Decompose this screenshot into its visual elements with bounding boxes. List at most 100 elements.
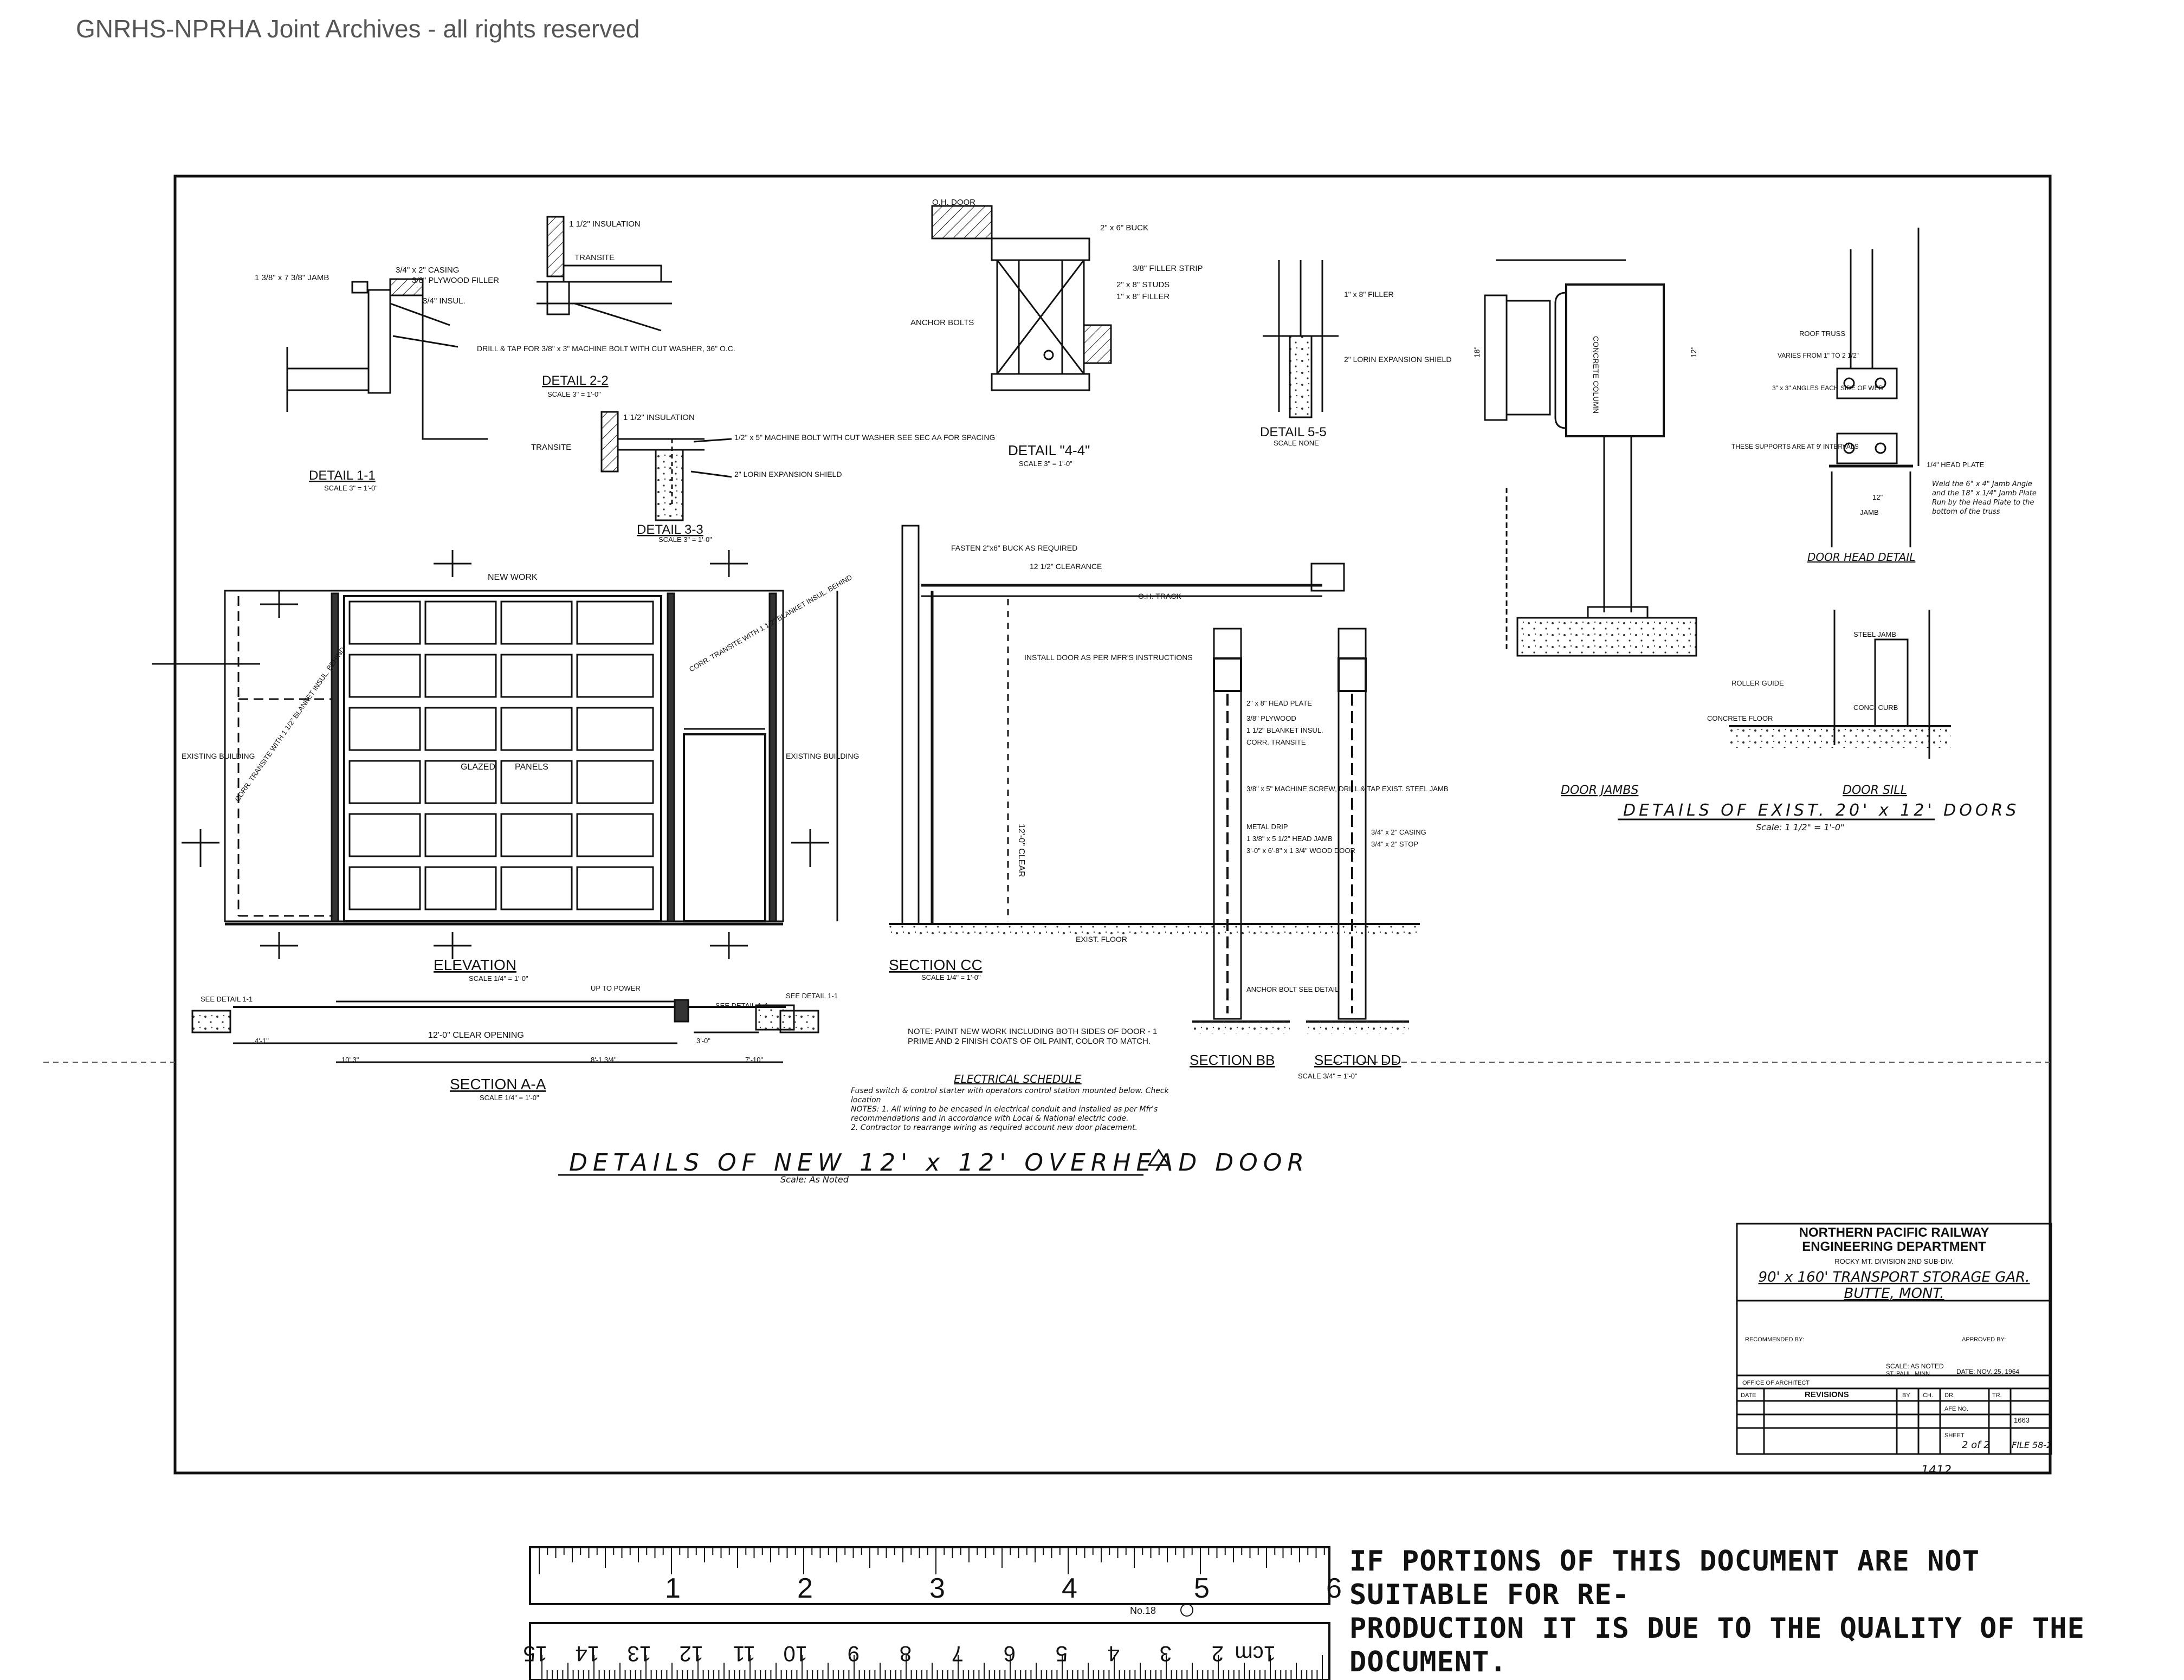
label-roller-guide: ROLLER GUIDE [1731,679,1784,687]
label-install-door: INSTALL DOOR AS PER MFR'S INSTRUCTIONS [1024,653,1193,662]
detail-3-3 [600,411,732,521]
inch-label: 1 [665,1573,681,1604]
cm-label: 2 [1212,1642,1224,1665]
label-dim-10-3: 10' 3" [341,1056,359,1064]
tb-col-by: BY [1902,1392,1910,1399]
door-head-detail-title: DOOR HEAD DETAIL [1807,551,1915,564]
tb-scale: SCALE: AS NOTED [1886,1362,1944,1370]
tb-office: OFFICE OF ARCHITECT [1742,1380,1810,1386]
label-expansion-shield: 2" LORIN EXPANSION SHIELD [734,470,842,479]
label-dim-8-1: 8'-1 3/4" [591,1056,617,1064]
label-supports: THESE SUPPORTS ARE AT 9' INTERVALS [1731,443,1859,450]
label-see-detail-right: SEE DETAIL 1-1 [786,992,838,1000]
cm-label: 1cm [1235,1642,1276,1665]
detail-2-2 [537,216,672,332]
tb-city: ST. PAUL, MINN. [1886,1371,1931,1377]
door-sill-drawing [1729,610,1951,759]
label-shield-55: 2" LORIN EXPANSION SHIELD [1344,355,1451,364]
label-dim-12-head: 12" [1872,493,1883,501]
elevation-title: ELEVATION [434,957,516,973]
label-filler: 1" x 8" FILLER [1116,292,1169,301]
door-jambs-title: DOOR JAMBS [1561,784,1638,797]
label-machine-screw: 3/8" x 5" MACHINE SCREW, DRILL & TAP EXI… [1246,785,1448,793]
door-sill-title: DOOR SILL [1843,784,1907,797]
tb-file: FILE 58-2 [2012,1440,2052,1450]
tb-date: DATE: NOV. 25, 1964 [1956,1368,2019,1375]
label-see-detail-aa: SEE DETAIL A-A [715,1001,769,1010]
tb-afe: AFE NO. [1944,1406,1968,1412]
cm-label: 14 [576,1642,600,1665]
label-metal-drip: METAL DRIP [1246,823,1288,831]
label-filler-strip: 3/8" FILLER STRIP [1133,264,1203,273]
detail-4-4-scale: SCALE 3" = 1'-0" [1019,460,1072,468]
label-plywood-filler: 3/8" PLYWOOD FILLER [412,276,499,285]
label-casing: 3/4" x 2" CASING [396,266,459,275]
tb-col-date: DATE [1741,1392,1756,1399]
inch-label: 5 [1194,1573,1210,1604]
door-head-detail-drawing [1829,228,1920,547]
tb-col-ch: CH. [1923,1392,1933,1399]
ruler-ticks [539,1548,1325,1679]
label-transite-2: TRANSITE [574,253,615,262]
section-dd-title: SECTION DD [1314,1052,1401,1068]
tb-company: NORTHERN PACIFIC RAILWAY [1799,1225,1989,1240]
inch-label: 4 [1062,1573,1077,1604]
section-aa-drawing [191,999,819,1063]
label-om-track: O.H. TRACK [1138,592,1182,600]
tb-drawing-no: 1412 [1921,1464,1952,1477]
label-dim-18: 18" [1472,346,1481,358]
label-casing-dd: 3/4" x 2" CASING [1371,828,1426,836]
cm-label: 15 [524,1642,548,1665]
label-drill-tap: DRILL & TAP FOR 3/8" x 3" MACHINE BOLT W… [477,344,735,353]
label-see-detail-left: SEE DETAIL 1-1 [201,995,253,1003]
label-dim-7-10: 7'-10" [745,1056,764,1064]
label-conc-curb: CONC. CURB [1853,703,1898,712]
paint-note: NOTE: PAINT NEW WORK INCLUDING BOTH SIDE… [908,1027,1157,1046]
section-aa-scale: SCALE 1/4" = 1'-0" [480,1094,539,1102]
label-insul: 3/4" INSUL. [423,296,466,306]
label-varies: VARIES FROM 1" TO 2 1/2" [1778,352,1859,359]
detail-3-3-scale: SCALE 3" = 1'-0" [658,535,712,544]
label-anchor-bolts: ANCHOR BOLTS [910,318,974,327]
elevation-scale: SCALE 1/4" = 1'-0" [469,974,528,983]
label-angles: 3" x 3" ANGLES EACH SIDE OF WEB [1772,384,1883,392]
label-existing-building-left: EXISTING BUILDING [182,752,255,760]
tb-dr: DR. [1944,1392,1955,1399]
tb-sheet-val: 2 of 2 [1962,1439,1990,1451]
label-clear-height: 12'-0" CLEAR [1017,824,1026,877]
main-title-scale: Scale: As Noted [780,1174,849,1185]
label-head-plate-exist: 1/4" HEAD PLATE [1927,461,1985,469]
cm-label: 5 [1056,1642,1068,1665]
label-dim-3-0: 3'-0" [696,1037,710,1045]
label-clear-opening: 12'-0" CLEAR OPENING [428,1031,524,1040]
section-aa-title: SECTION A-A [450,1076,546,1093]
label-insul-2: 1 1/2" INSULATION [569,219,641,229]
label-concrete-floor: CONCRETE FLOOR [1707,714,1773,722]
detail-3-3-title: DETAIL 3-3 [637,522,703,537]
detail-2-2-title: DETAIL 2-2 [542,373,609,388]
exist-doors-scale: Scale: 1 1/2" = 1'-0" [1756,822,1844,832]
weld-note: Weld the 6" x 4" Jamb Angle and the 18" … [1932,480,2037,516]
electrical-notes: Fused switch & control starter with oper… [851,1087,1169,1132]
label-head-jamb: 1 3/8" x 5 1/2" HEAD JAMB [1246,835,1333,843]
glazed-panel-grid [348,600,654,910]
label-jamb-exist: JAMB [1860,508,1879,516]
cm-label: 6 [1004,1642,1016,1665]
quality-stamp: IF PORTIONS OF THIS DOCUMENT ARE NOT SUI… [1349,1545,2085,1678]
sheet-border [173,175,2052,1475]
label-glazed: GLAZED [461,763,495,772]
inch-label: 6 [1326,1573,1342,1604]
label-concrete-column: CONCRETE COLUMN [1592,336,1600,413]
section-dd-scale: SCALE 3/4" = 1'-0" [1298,1072,1358,1080]
detail-1-1 [286,278,488,440]
tb-sheet-label: SHEET [1944,1432,1965,1439]
label-filler-55: 1" x 8" FILLER [1344,290,1394,299]
revision-triangle-icon [1147,1148,1170,1166]
tb-approved: APPROVED BY: [1962,1336,2006,1343]
section-cc-title: SECTION CC [889,957,983,973]
title-block [1736,1223,2052,1455]
detail-5-5-scale: SCALE NONE [1274,439,1319,447]
cm-label: 11 [733,1642,755,1665]
